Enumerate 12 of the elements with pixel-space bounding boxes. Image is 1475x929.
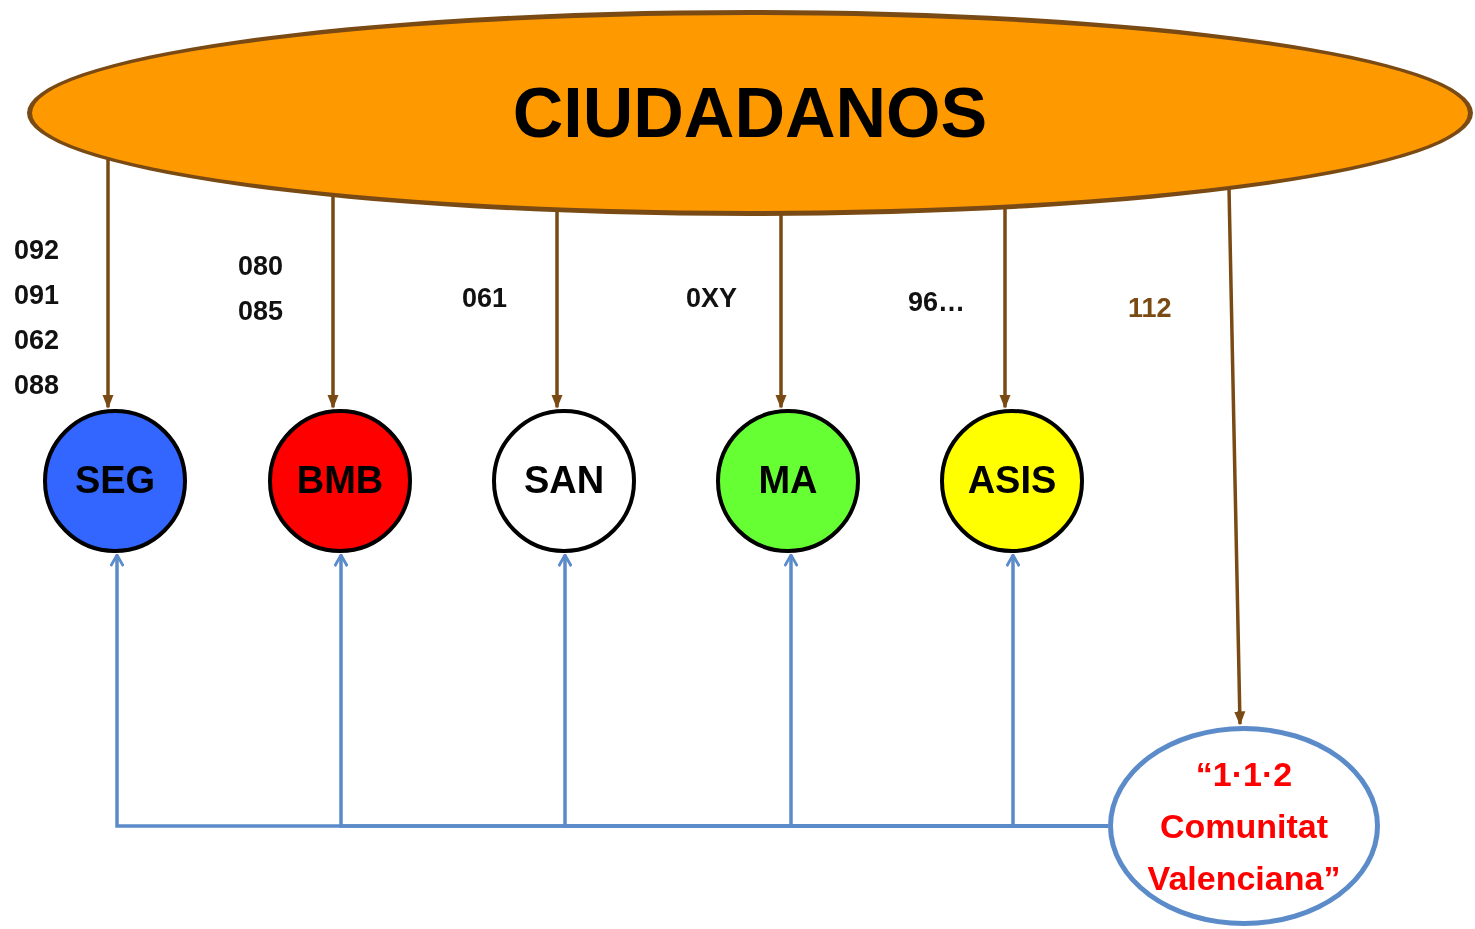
node-label: “1·1·2 Comunitat Valenciana” — [1146, 754, 1342, 899]
node-label: ASIS — [967, 459, 1057, 503]
node-label: SEG — [74, 459, 156, 503]
node-label: CIUDADANOS — [512, 72, 988, 154]
arrow — [999, 207, 1011, 409]
node-label: BMB — [296, 459, 384, 503]
arrow — [327, 195, 339, 409]
node-label: SAN — [523, 459, 605, 503]
arrow — [1005, 553, 1108, 828]
arrow — [102, 158, 114, 409]
node-label: MA — [758, 459, 818, 503]
arrow — [1227, 188, 1246, 726]
